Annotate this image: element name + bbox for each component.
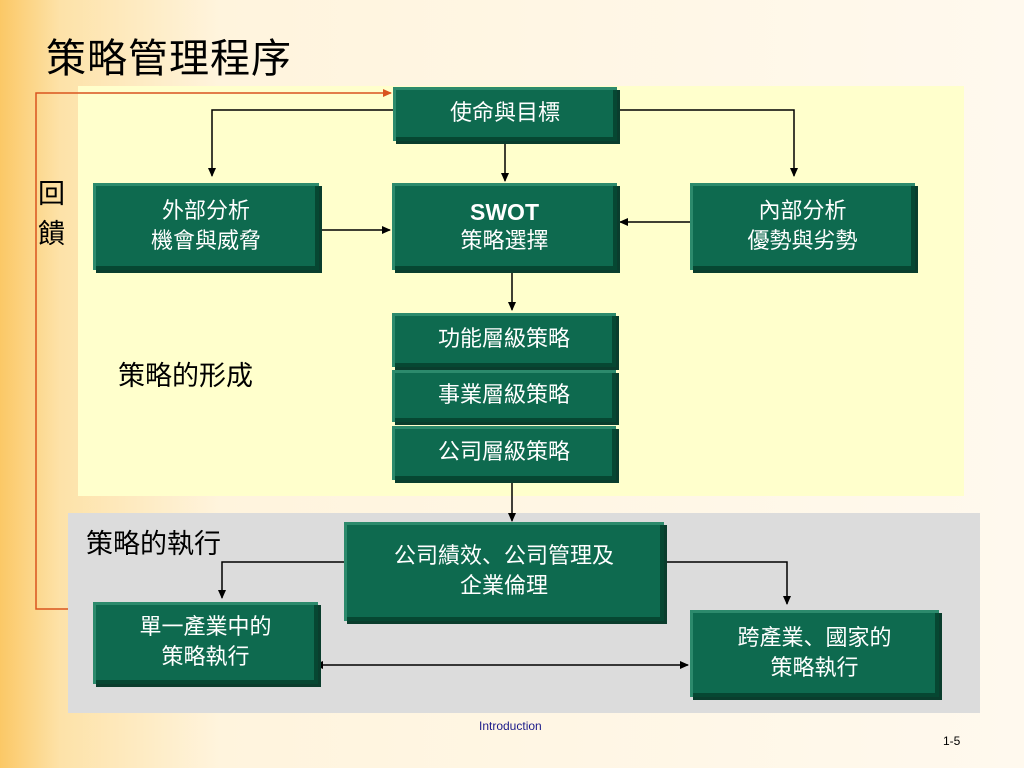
business-strategy-label: 事業層級策略 (437, 383, 570, 408)
single-industry-line2: 策略執行 (161, 645, 250, 670)
governance-line1: 公司績效、公司管理及 (393, 543, 614, 569)
corporate-strategy-box: 公司層級策略 (392, 426, 616, 480)
cross-industry-line1: 跨產業、國家的 (737, 625, 892, 651)
page-number: 1-5 (943, 734, 961, 748)
footer-title: Introduction (479, 719, 542, 733)
governance-box: 公司績效、公司管理及 企業倫理 (344, 522, 664, 621)
external-analysis-line1: 外部分析 (161, 198, 250, 224)
arrow-mission-to-internal (616, 109, 798, 177)
swot-line1: SWOT (470, 198, 539, 225)
feedback-char-1: 回 (38, 179, 65, 210)
cross-industry-box: 跨產業、國家的 策略執行 (690, 610, 939, 697)
arrow-governance-to-cross (664, 561, 791, 605)
swot-line2: 策略選擇 (460, 228, 549, 254)
business-strategy-box: 事業層級策略 (392, 370, 616, 422)
cross-industry-line2: 策略執行 (770, 655, 859, 681)
functional-strategy-box: 功能層級策略 (392, 313, 616, 367)
swot-box: SWOT 策略選擇 (392, 183, 617, 270)
external-analysis-box: 外部分析 機會與威脅 (93, 183, 319, 270)
mission-box: 使命與目標 (393, 87, 617, 141)
corporate-strategy-label: 公司層級策略 (437, 440, 570, 465)
arrow-governance-to-single (218, 561, 344, 599)
feedback-loop-line (35, 89, 392, 610)
mission-label: 使命與目標 (449, 101, 560, 126)
feedback-char-2: 饋 (38, 219, 65, 250)
internal-analysis-box: 內部分析 優勢與劣勢 (690, 183, 915, 270)
single-industry-box: 單一產業中的 策略執行 (93, 602, 318, 684)
feedback-label: 回 饋 (38, 175, 68, 255)
governance-line2: 企業倫理 (459, 573, 548, 599)
internal-analysis-line1: 內部分析 (758, 198, 847, 224)
single-industry-line1: 單一產業中的 (139, 615, 272, 640)
internal-analysis-line2: 優勢與劣勢 (747, 228, 858, 254)
execution-label: 策略的執行 (86, 529, 221, 560)
arrow-mission-to-external (208, 109, 393, 177)
external-analysis-line2: 機會與威脅 (150, 228, 261, 254)
formation-label: 策略的形成 (118, 361, 253, 392)
page-title: 策略管理程序 (46, 36, 292, 82)
functional-strategy-label: 功能層級策略 (437, 327, 570, 352)
